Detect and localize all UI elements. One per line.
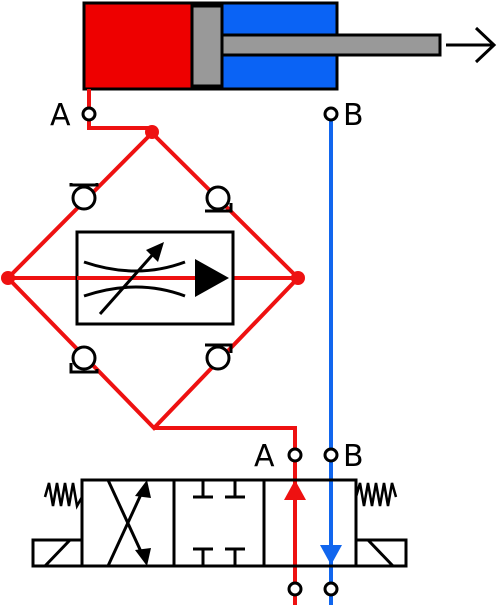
flow-control-valve — [75, 230, 235, 326]
port-a-cylinder-circle — [81, 106, 97, 122]
pressure-line-to-bridge — [87, 118, 154, 133]
port-label-valve-a: A — [254, 439, 275, 474]
check-valve-icon — [205, 343, 233, 371]
spring-left-icon — [43, 482, 84, 510]
check-valve-icon — [69, 183, 99, 211]
cylinder — [82, 1, 442, 91]
junction-dot-top — [145, 125, 159, 139]
valve-body — [80, 478, 358, 568]
port-label-cylinder-b: B — [343, 98, 364, 133]
cylinder-piston — [190, 4, 224, 88]
cylinder-rod — [220, 33, 442, 57]
check-valve-bridge — [1, 125, 305, 431]
port-b-valve-circle — [323, 447, 339, 463]
throttle-curve-lower — [83, 285, 186, 298]
check-valve-icon — [69, 345, 99, 374]
blocked-ports-icon — [193, 480, 245, 566]
adjustable-arrowhead — [146, 242, 164, 262]
port-label-valve-b: B — [343, 439, 364, 474]
port-p-valve-circle — [287, 581, 303, 597]
extend-arrow-icon — [446, 26, 497, 64]
solenoid-left-icon — [31, 538, 84, 568]
crossed-flow-arrows-icon — [106, 479, 151, 567]
port-label-cylinder-a: A — [50, 98, 71, 133]
spring-right-icon — [354, 482, 398, 507]
junction-dot-right — [291, 271, 305, 285]
check-valve-icon — [205, 185, 233, 213]
bridge-diamond — [5, 131, 301, 431]
flow-direction-triangle-icon — [195, 259, 229, 297]
cylinder-cap-chamber — [84, 3, 196, 89]
solenoid-right-icon — [354, 538, 408, 568]
pressure-line-from-bridge — [154, 426, 297, 450]
pressure-flow-arrow — [284, 480, 306, 500]
port-b-cylinder-circle — [323, 106, 339, 122]
port-t-valve-circle — [323, 581, 339, 597]
port-a-valve-circle — [287, 447, 303, 463]
throttle-curve-upper — [83, 260, 186, 273]
adjustable-arrow-icon — [98, 251, 157, 315]
junction-dot-left — [1, 271, 15, 285]
directional-valve — [31, 478, 408, 568]
return-flow-arrow — [320, 545, 342, 565]
